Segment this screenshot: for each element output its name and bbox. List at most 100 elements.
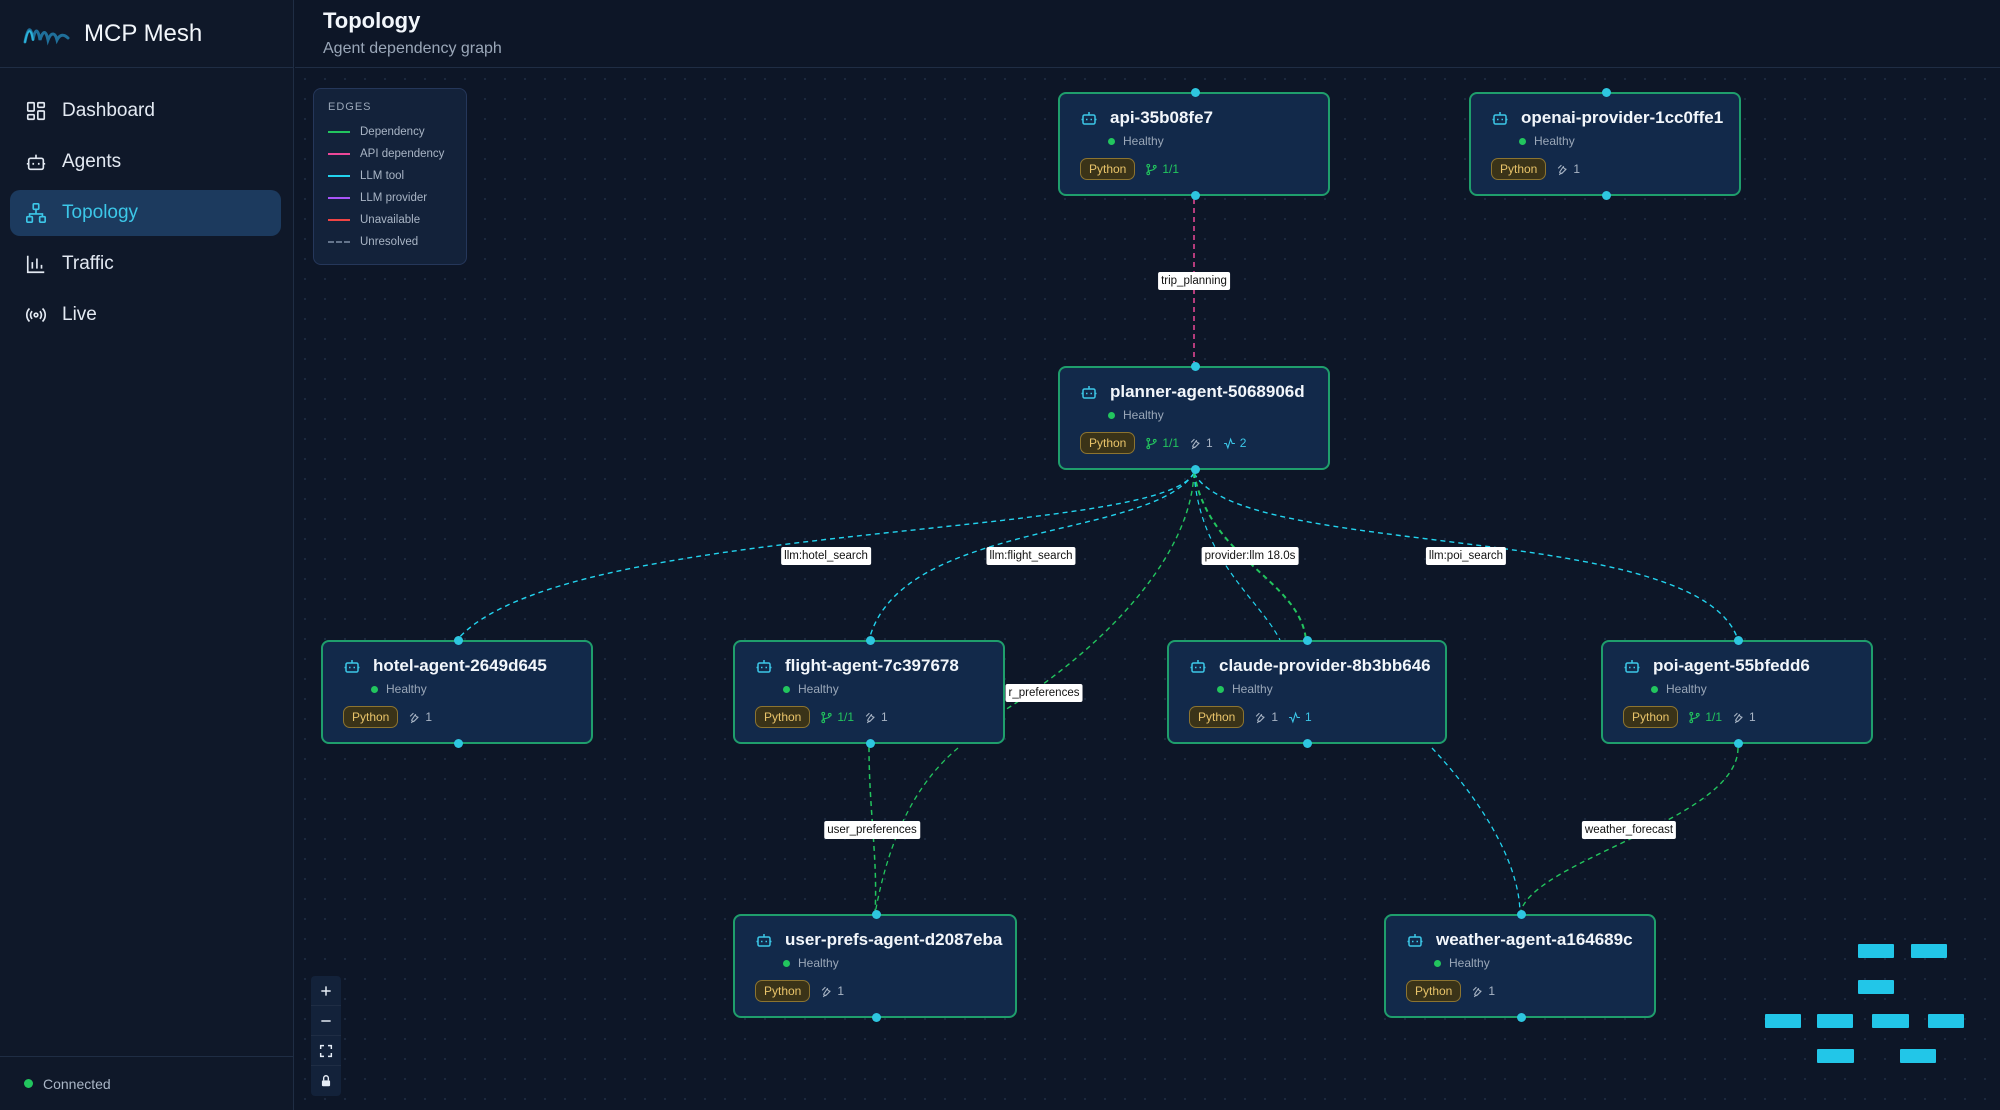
agent-status: Healthy (1108, 408, 1328, 422)
agent-node-claude-provider[interactable]: claude-provider-8b3bb646 Healthy Python … (1167, 636, 1447, 748)
legend-line (328, 175, 350, 177)
legend-item-dependency: Dependency (328, 121, 452, 143)
deps-value: 1/1 (1162, 436, 1180, 450)
minimap-node (1872, 1014, 1909, 1028)
agent-node-weather[interactable]: weather-agent-a164689c Healthy Python 1 (1384, 910, 1656, 1022)
sidebar: MCP Mesh Dashboard Agents Topology Traff… (0, 0, 294, 1110)
node-handle-bottom[interactable] (1734, 739, 1743, 748)
node-handle-bottom[interactable] (872, 1013, 881, 1022)
legend-item-unresolved: Unresolved (328, 231, 452, 253)
node-handle-top[interactable] (1517, 910, 1526, 919)
tools-value: 1 (837, 984, 845, 998)
activity-icon (1289, 710, 1300, 724)
status-dot-icon (1108, 137, 1115, 145)
agent-node-openai-provider[interactable]: openai-provider-1cc0ffe1 Healthy Python … (1469, 88, 1741, 200)
node-handle-bottom[interactable] (866, 739, 875, 748)
tools-value: 1 (425, 710, 433, 724)
edge-label[interactable]: user_preferences (824, 821, 920, 839)
edge-label[interactable]: llm:poi_search (1425, 547, 1507, 565)
agent-name: poi-agent-55bfedd6 (1653, 656, 1810, 675)
node-handle-bottom[interactable] (1517, 1013, 1526, 1022)
nav-item-agents[interactable]: Agents (10, 139, 281, 185)
tool-icon (1256, 712, 1266, 723)
edge-label[interactable]: llm:hotel_search (781, 547, 871, 565)
node-handle-top[interactable] (1602, 88, 1611, 97)
legend-line (328, 131, 350, 133)
nav-item-live[interactable]: Live (10, 292, 281, 338)
deps-value: 1/1 (1705, 710, 1723, 724)
robot-icon (1407, 934, 1423, 947)
agent-status: Healthy (371, 682, 591, 696)
zoom-in-button[interactable] (311, 976, 341, 1006)
lock-button[interactable] (311, 1066, 341, 1096)
agent-name: flight-agent-7c397678 (785, 656, 959, 675)
status-text: Healthy (386, 682, 427, 696)
nav-item-topology[interactable]: Topology (10, 190, 281, 236)
tools-count: 1 (864, 710, 888, 724)
nav-item-traffic[interactable]: Traffic (10, 241, 281, 287)
node-handle-bottom[interactable] (454, 739, 463, 748)
node-handle-bottom[interactable] (1303, 739, 1312, 748)
minimap-node (1928, 1014, 1964, 1028)
dependencies-count: 1/1 (1688, 710, 1722, 724)
runtime-badge: Python (1080, 158, 1136, 180)
agent-name: weather-agent-a164689c (1436, 930, 1633, 949)
node-handle-top[interactable] (454, 636, 463, 645)
robot-icon (756, 934, 772, 947)
robot-icon (1081, 386, 1097, 399)
node-handle-top[interactable] (1191, 362, 1200, 371)
tools-count: 1 (1471, 984, 1495, 998)
node-handle-top[interactable] (866, 636, 875, 645)
node-handle-bottom[interactable] (1602, 191, 1611, 200)
edge-label[interactable]: r_preferences (1005, 684, 1083, 702)
agent-node-user-prefs[interactable]: user-prefs-agent-d2087eba Healthy Python… (733, 910, 1017, 1022)
node-handle-bottom[interactable] (1191, 191, 1200, 200)
dependencies-count: 1/1 (820, 710, 854, 724)
tools-count: 1 (1254, 710, 1278, 724)
tools-count: 1 (1189, 436, 1213, 450)
robot-icon (344, 660, 360, 673)
tool-icon (822, 986, 832, 997)
tools-value: 1 (881, 710, 888, 724)
agent-status: Healthy (1434, 956, 1654, 970)
node-handle-top[interactable] (1303, 636, 1312, 645)
git-branch-icon (1146, 437, 1158, 449)
brand[interactable]: MCP Mesh (0, 0, 293, 68)
agent-node-flight[interactable]: flight-agent-7c397678 Healthy Python 1/1… (733, 636, 1005, 748)
status-dot-icon (783, 959, 790, 967)
runtime-badge: Python (1406, 980, 1462, 1002)
legend-item-api-dependency: API dependency (328, 143, 452, 165)
node-handle-top[interactable] (1734, 636, 1743, 645)
agent-status: Healthy (1651, 682, 1871, 696)
status-dot-icon (1217, 685, 1224, 693)
legend-item-llm-provider: LLM provider (328, 187, 452, 209)
fit-view-button[interactable] (311, 1036, 341, 1066)
edge-label[interactable]: llm:flight_search (986, 547, 1076, 565)
nav-item-dashboard[interactable]: Dashboard (10, 88, 281, 134)
agent-node-api[interactable]: api-35b08fe7 Healthy Python 1/1 (1058, 88, 1330, 200)
edge-label[interactable]: weather_forecast (1581, 821, 1677, 839)
nav-label: Dashboard (62, 100, 155, 121)
edge-label[interactable]: provider:llm 18.0s (1201, 547, 1299, 565)
runtime-badge: Python (1623, 706, 1679, 728)
dashboard-icon (24, 99, 48, 123)
runtime-badge: Python (1491, 158, 1547, 180)
zoom-out-button[interactable] (311, 1006, 341, 1036)
topology-canvas[interactable] (295, 69, 2000, 1110)
robot-icon (1492, 112, 1508, 125)
legend-label: LLM tool (360, 170, 405, 182)
edge-label[interactable]: trip_planning (1158, 272, 1230, 290)
broadcast-icon (24, 303, 48, 327)
status-text: Healthy (798, 682, 839, 696)
tool-icon (1190, 438, 1200, 449)
agent-node-hotel[interactable]: hotel-agent-2649d645 Healthy Python 1 (321, 636, 593, 748)
agent-node-planner[interactable]: planner-agent-5068906d Healthy Python 1/… (1058, 362, 1330, 474)
node-handle-bottom[interactable] (1191, 465, 1200, 474)
status-dot-icon (1108, 411, 1115, 419)
edges-legend: EDGES Dependency API dependency LLM tool… (313, 88, 467, 265)
node-handle-top[interactable] (1191, 88, 1200, 97)
legend-line (328, 219, 350, 221)
agent-status: Healthy (783, 956, 1015, 970)
agent-node-poi[interactable]: poi-agent-55bfedd6 Healthy Python 1/1 1 (1601, 636, 1873, 748)
node-handle-top[interactable] (872, 910, 881, 919)
